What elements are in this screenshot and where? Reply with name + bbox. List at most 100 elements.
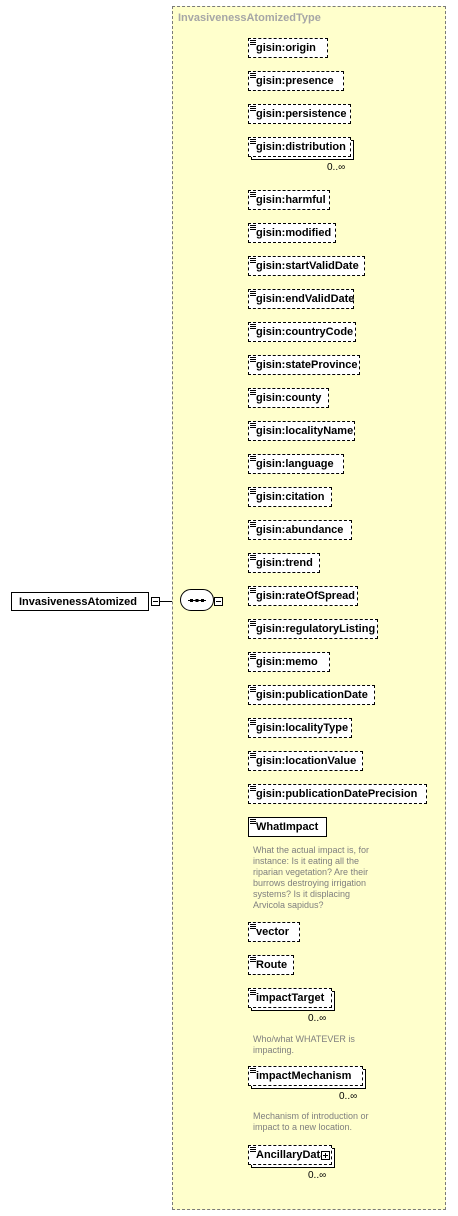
element-label: impactMechanism xyxy=(256,1070,352,1082)
element-content-icon xyxy=(250,423,256,428)
root-element-label: InvasivenessAtomized xyxy=(19,596,137,608)
cardinality-label: 0..∞ xyxy=(339,1091,358,1102)
documentation-line: Mechanism of introduction or xyxy=(253,1111,369,1121)
element-label: gisin:publicationDatePrecision xyxy=(256,788,418,800)
sequence-collapse-icon[interactable] xyxy=(214,597,223,606)
element-content-icon xyxy=(250,73,256,78)
documentation-line: instance: Is it eating all the xyxy=(253,856,360,866)
element-content-icon xyxy=(250,687,256,692)
cardinality-label: 0..∞ xyxy=(308,1170,327,1181)
element-gisin-harmful[interactable]: gisin:harmful xyxy=(248,190,330,210)
element-gisin-localitytype[interactable]: gisin:localityType xyxy=(248,718,352,738)
element-gisin-memo[interactable]: gisin:memo xyxy=(248,652,330,672)
element-label: gisin:regulatoryListing xyxy=(256,623,376,635)
element-label: AncillaryData xyxy=(256,1149,327,1161)
element-gisin-origin[interactable]: gisin:origin xyxy=(248,38,328,58)
expand-icon[interactable] xyxy=(321,1151,330,1160)
element-content-icon xyxy=(250,555,256,560)
complex-type-name: InvasivenessAtomizedType xyxy=(178,12,321,24)
element-gisin-publicationdate[interactable]: gisin:publicationDate xyxy=(248,685,375,705)
element-label: gisin:localityName xyxy=(256,425,354,437)
element-label: gisin:county xyxy=(256,392,322,404)
element-gisin-abundance[interactable]: gisin:abundance xyxy=(248,520,352,540)
sequence-compositor[interactable] xyxy=(180,589,214,611)
documentation-line: riparian vegetation? Are their xyxy=(253,867,369,877)
element-label: gisin:persistence xyxy=(256,108,347,120)
element-content-icon xyxy=(250,192,256,197)
element-content-icon xyxy=(250,357,256,362)
element-content-icon xyxy=(250,819,256,824)
element-gisin-endvaliddate[interactable]: gisin:endValidDate xyxy=(248,289,354,309)
element-label: gisin:publicationDate xyxy=(256,689,368,701)
element-label: gisin:locationValue xyxy=(256,755,357,767)
element-label: gisin:harmful xyxy=(256,194,326,206)
root-element[interactable]: InvasivenessAtomized xyxy=(11,592,149,611)
element-gisin-rateofspread[interactable]: gisin:rateOfSpread xyxy=(248,586,358,606)
element-gisin-presence[interactable]: gisin:presence xyxy=(248,71,344,91)
element-route[interactable]: Route xyxy=(248,955,294,975)
element-label: WhatImpact xyxy=(256,821,319,833)
element-content-icon xyxy=(250,588,256,593)
element-gisin-publicationdateprecision[interactable]: gisin:publicationDatePrecision xyxy=(248,784,427,804)
element-label: gisin:language xyxy=(256,458,334,470)
element-content-icon xyxy=(250,324,256,329)
documentation-line: Who/what WHATEVER is xyxy=(253,1034,355,1044)
documentation-line: Arvicola sapidus? xyxy=(253,900,324,910)
element-gisin-regulatorylisting[interactable]: gisin:regulatoryListing xyxy=(248,619,378,639)
element-content-icon xyxy=(250,522,256,527)
cardinality-label: 0..∞ xyxy=(327,162,346,173)
element-label: gisin:startValidDate xyxy=(256,260,359,272)
element-gisin-county[interactable]: gisin:county xyxy=(248,388,329,408)
element-gisin-locationvalue[interactable]: gisin:locationValue xyxy=(248,751,363,771)
element-label: gisin:endValidDate xyxy=(256,293,355,305)
sequence-icon xyxy=(188,599,206,602)
element-content-icon xyxy=(250,106,256,111)
element-label: vector xyxy=(256,926,290,938)
element-label: gisin:distribution xyxy=(256,141,346,153)
element-label: gisin:citation xyxy=(256,491,325,503)
element-whatimpact[interactable]: WhatImpact xyxy=(248,817,327,837)
root-collapse-icon[interactable] xyxy=(151,597,160,606)
element-gisin-persistence[interactable]: gisin:persistence xyxy=(248,104,351,124)
element-content-icon xyxy=(250,40,256,45)
element-content-icon xyxy=(250,390,256,395)
element-label: gisin:trend xyxy=(256,557,313,569)
element-content-icon xyxy=(250,720,256,725)
element-ancillarydata[interactable]: AncillaryData xyxy=(248,1145,332,1165)
element-label: gisin:countryCode xyxy=(256,326,354,338)
documentation-line: burrows destroying irrigation xyxy=(253,878,367,888)
element-label: gisin:localityType xyxy=(256,722,349,734)
element-label: Route xyxy=(256,959,288,971)
element-gisin-language[interactable]: gisin:language xyxy=(248,454,344,474)
element-gisin-localityname[interactable]: gisin:localityName xyxy=(248,421,355,441)
element-content-icon xyxy=(250,786,256,791)
documentation-line: impacting. xyxy=(253,1045,295,1055)
element-gisin-distribution[interactable]: gisin:distribution xyxy=(248,137,351,157)
element-gisin-citation[interactable]: gisin:citation xyxy=(248,487,332,507)
element-content-icon xyxy=(250,456,256,461)
element-label: gisin:rateOfSpread xyxy=(256,590,356,602)
element-label: gisin:origin xyxy=(256,42,316,54)
element-gisin-countrycode[interactable]: gisin:countryCode xyxy=(248,322,356,342)
element-vector[interactable]: vector xyxy=(248,922,300,942)
element-label: gisin:abundance xyxy=(256,524,344,536)
cardinality-label: 0..∞ xyxy=(308,1013,327,1024)
element-label: gisin:memo xyxy=(256,656,318,668)
element-gisin-trend[interactable]: gisin:trend xyxy=(248,553,320,573)
element-gisin-modified[interactable]: gisin:modified xyxy=(248,223,336,243)
element-label: impactTarget xyxy=(256,992,325,1004)
element-impactmechanism[interactable]: impactMechanism xyxy=(248,1066,363,1086)
element-content-icon xyxy=(250,621,256,626)
element-content-icon xyxy=(250,489,256,494)
element-label: gisin:presence xyxy=(256,75,334,87)
element-gisin-stateprovince[interactable]: gisin:stateProvince xyxy=(248,355,360,375)
element-content-icon xyxy=(250,225,256,230)
element-content-icon xyxy=(250,654,256,659)
element-gisin-startvaliddate[interactable]: gisin:startValidDate xyxy=(248,256,365,276)
element-content-icon xyxy=(250,957,256,962)
element-content-icon xyxy=(250,990,256,995)
element-impacttarget[interactable]: impactTarget xyxy=(248,988,332,1008)
